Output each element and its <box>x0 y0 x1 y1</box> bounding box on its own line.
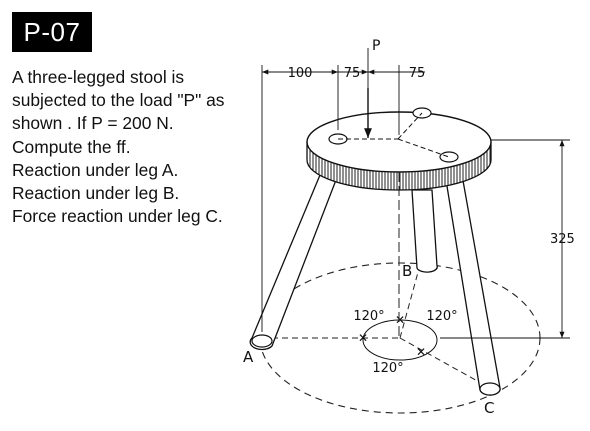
angle-cross-marker: ✕ <box>358 331 368 345</box>
leg-a <box>249 174 337 351</box>
leg-c-label: C <box>484 399 494 417</box>
problem-statement: A three-legged stool is subjected to the… <box>12 66 262 228</box>
problem-line: shown . If P = 200 N. <box>12 113 174 134</box>
problem-line: A three-legged stool is <box>12 67 185 87</box>
dimension-label: 75 <box>409 66 426 81</box>
leg-b-label: B <box>402 262 412 280</box>
problem-line: Reaction under leg A. <box>12 159 179 180</box>
load-label: P <box>372 38 380 54</box>
leg-a-label: A <box>243 348 254 366</box>
angle-label: 120° <box>426 309 457 324</box>
problem-line: subjected to the load "P" as <box>12 90 225 111</box>
problem-number-badge: P-07 <box>12 12 92 52</box>
angle-cross-marker: ✕ <box>416 345 426 359</box>
problem-line: Compute the ff. <box>12 136 131 157</box>
problem-line: Force reaction under leg C. <box>12 206 223 227</box>
leg-b <box>411 189 438 273</box>
floor-dashed-lines <box>262 264 491 389</box>
angle-label: 120° <box>372 361 403 376</box>
dimension-label: 75 <box>344 66 361 81</box>
problem-line: Reaction under leg B. <box>12 183 180 204</box>
angle-cross-marker: ✕ <box>395 313 405 327</box>
stool-seat <box>306 107 492 191</box>
height-label: 325 <box>550 232 575 247</box>
leg-c <box>445 174 501 396</box>
angle-label: 120° <box>353 309 384 324</box>
angle-ellipse <box>362 319 438 361</box>
dimension-label: 100 <box>288 66 313 81</box>
